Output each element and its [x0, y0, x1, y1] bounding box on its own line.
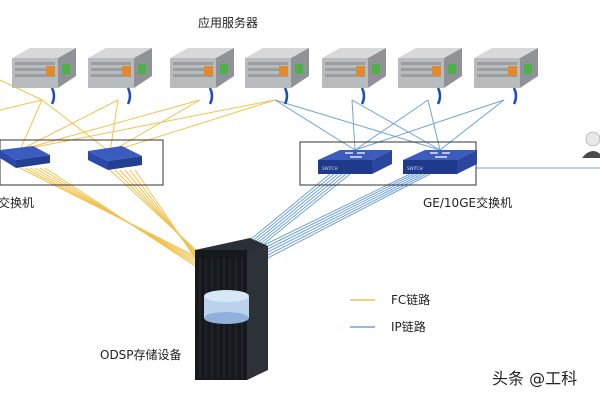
ip-switch-right: SWITCH	[403, 150, 477, 174]
rack-server-icon	[12, 48, 76, 105]
fc-switch-group-box	[0, 139, 164, 186]
fc-link	[41, 99, 111, 153]
ip-link	[261, 173, 411, 247]
fc-link	[109, 99, 201, 153]
user-icon	[582, 131, 600, 158]
fc-link	[19, 99, 43, 151]
ip-link	[261, 173, 423, 256]
fc-link	[109, 99, 276, 153]
fc-link	[19, 99, 201, 151]
rack-server-icon	[398, 48, 462, 105]
fc-link	[44, 167, 196, 267]
fc-link	[0, 99, 43, 111]
ip-link	[249, 173, 347, 253]
ip-link	[261, 173, 415, 250]
rack-server-icon	[170, 48, 234, 105]
fc-link	[39, 167, 196, 265]
ip-link	[249, 173, 343, 250]
storage-label: ODSP存储设备	[100, 347, 182, 362]
legend: FC链路 IP链路	[350, 292, 430, 334]
ip-link	[249, 173, 351, 256]
fc-switch-right	[88, 146, 142, 170]
ip-link	[261, 173, 431, 262]
fc-link	[114, 169, 199, 255]
ip-link	[261, 173, 419, 253]
servers-title: 应用服务器	[198, 15, 258, 30]
rack-server-icon	[88, 48, 152, 105]
legend-ip-label: IP链路	[391, 319, 426, 334]
svg-text:SWITCH: SWITCH	[407, 166, 423, 171]
fc-link	[109, 169, 199, 253]
ip-link	[261, 173, 427, 259]
fc-link	[109, 99, 119, 153]
fc-switch-label: 交换机	[0, 195, 34, 210]
ip-switch-label: GE/10GE交换机	[423, 195, 512, 210]
server-row	[12, 48, 538, 105]
ip-link	[249, 173, 339, 247]
rack-server-icon	[474, 48, 538, 105]
fc-link	[134, 169, 199, 263]
watermark: 头条 @工科	[492, 369, 577, 388]
ip-link	[249, 173, 331, 241]
fc-link	[19, 99, 119, 151]
rack-server-icon	[322, 48, 386, 105]
fc-link	[119, 169, 199, 257]
fc-link	[0, 79, 43, 101]
fc-link	[19, 99, 276, 151]
svg-text:SWITCH: SWITCH	[322, 166, 338, 171]
storage-tower-icon	[195, 238, 268, 380]
rack-server-icon	[245, 48, 309, 105]
ip-switch-left: SWITCH	[318, 150, 392, 174]
fc-switch-left	[0, 146, 50, 168]
legend-fc-label: FC链路	[391, 292, 430, 307]
ip-link	[249, 173, 335, 244]
